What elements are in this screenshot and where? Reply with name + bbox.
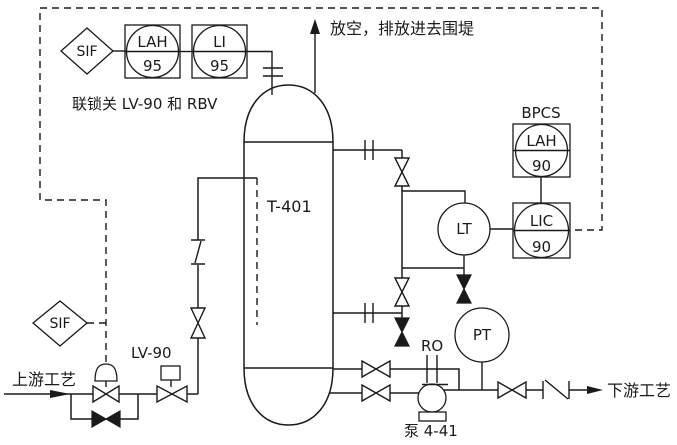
instrument-bubble-lic90: LIC 90 (512, 202, 571, 259)
mid-tap-valve (393, 277, 411, 307)
lah90-tag: LAH (526, 132, 556, 150)
li95-tag: LI (213, 33, 226, 51)
valve-diaphragm-actuator (94, 363, 118, 382)
lt-bridge (402, 190, 472, 304)
pump-4-41: 泵 4-41 (404, 383, 458, 440)
instrument-bubble-lah95: LAH 95 (124, 24, 181, 79)
pump-label: 泵 4-41 (404, 422, 458, 440)
upper-tap-valve (393, 157, 411, 187)
bottoms-lower-valve (361, 383, 391, 403)
feed-riser (189, 177, 258, 394)
li95-num: 95 (210, 57, 229, 75)
level-tap-lower (333, 303, 402, 323)
flange-lower-tap (364, 303, 374, 323)
instrument-bubble-li95: LI 95 (191, 24, 248, 79)
downstream-arrowhead (587, 386, 603, 394)
bottoms-line-upper: RO (333, 337, 460, 390)
lower-drain-valve-closed (394, 317, 410, 347)
flange-top (263, 67, 283, 77)
discharge-line: 下游工艺 (444, 362, 671, 400)
upstream-label: 上游工艺 (12, 370, 76, 389)
pt-tag: PT (473, 326, 492, 344)
bottoms-upper-valve (361, 359, 391, 379)
instrument-bubble-lah90: LAH 90 (512, 123, 571, 178)
lah90-num: 90 (532, 157, 551, 175)
flange-upper-tap (364, 140, 374, 160)
lt-tag: LT (456, 220, 472, 238)
column-tag: T-401 (266, 197, 312, 216)
lv90-valve: LV-90 (131, 344, 188, 404)
bottoms-line-lower (330, 383, 420, 403)
interlock-note: 联锁关 LV-90 和 RBV (72, 95, 218, 113)
lt-drain-valve-closed (456, 274, 472, 304)
instrument-bubble-lt: LT (437, 202, 491, 256)
upstream-line: 上游工艺 (4, 370, 93, 398)
lic90-tag: LIC (530, 212, 553, 230)
bpcs-label: BPCS (521, 104, 560, 122)
level-tap-upper (333, 140, 411, 347)
sif-bottom-diamond: SIF (31, 300, 89, 347)
spec-break-symbol (191, 239, 205, 265)
bpcs-panel: BPCS LAH 90 LIC 90 (512, 104, 571, 259)
column-t401: T-401 (243, 84, 334, 426)
vent-arrowhead (310, 19, 320, 34)
rbv-control-valve (92, 363, 120, 404)
lah95-num: 95 (143, 57, 162, 75)
instrument-bubble-pt: PT (454, 307, 510, 363)
pump-base (418, 411, 447, 422)
ro-label: RO (421, 337, 443, 355)
lv90-actuator-box (160, 365, 181, 381)
sis-signal-dashed-loop (39, 7, 603, 362)
vent-line: 放空，排放进去围堤 (310, 19, 474, 93)
downstream-label: 下游工艺 (607, 381, 671, 400)
bypass-line (70, 394, 139, 429)
line-blind-symbol (542, 379, 570, 400)
lv90-label: LV-90 (131, 344, 172, 362)
vent-label: 放空，排放进去围堤 (330, 19, 474, 38)
lic90-num: 90 (532, 238, 551, 256)
sif-bottom-label: SIF (49, 316, 70, 332)
bypass-valve-closed (91, 409, 121, 429)
lah95-tag: LAH (137, 33, 167, 51)
sif-top-diamond: SIF (60, 27, 114, 75)
discharge-valve (497, 380, 527, 400)
sif-top-label: SIF (76, 44, 97, 60)
li95-to-column-line (247, 50, 283, 95)
restriction-orifice (426, 355, 438, 383)
feed-riser-valve (189, 307, 207, 339)
flow-arrow (50, 390, 70, 398)
